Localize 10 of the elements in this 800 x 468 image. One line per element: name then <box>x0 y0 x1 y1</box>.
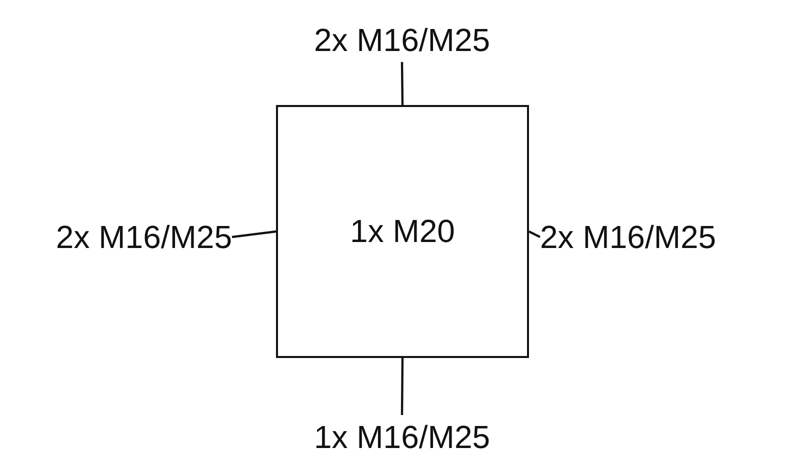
leader-line <box>232 230 276 238</box>
side-label: 1x M16/M25 <box>314 418 490 456</box>
box-label: 1x M20 <box>350 213 455 250</box>
enclosure-box <box>276 105 529 358</box>
leader-line <box>528 230 540 238</box>
leader-line <box>400 358 404 416</box>
side-label: 2x M16/M25 <box>540 218 716 256</box>
side-label: 2x M16/M25 <box>314 22 490 58</box>
side-label: 2x M16/M25 <box>56 218 232 256</box>
leader-line <box>400 62 404 106</box>
